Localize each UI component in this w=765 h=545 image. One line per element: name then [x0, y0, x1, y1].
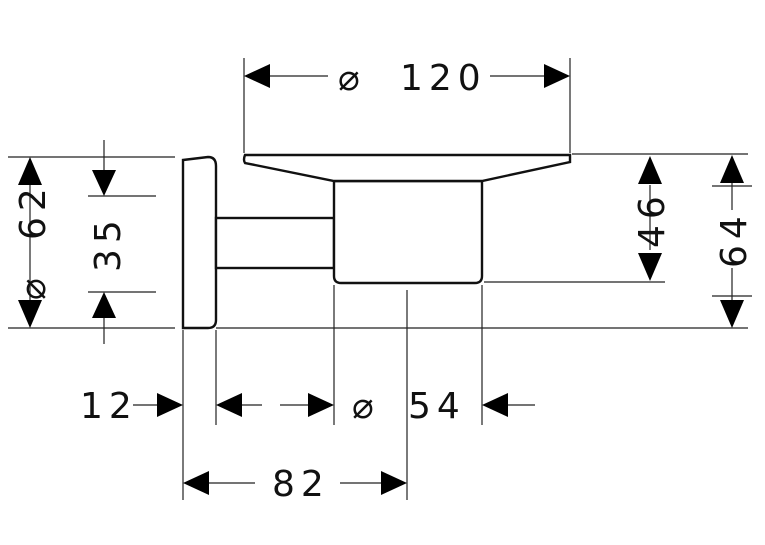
arrow-82-left: [183, 471, 209, 495]
wall-arm: [214, 216, 336, 270]
dim-rosette-thickness: 12: [80, 386, 138, 427]
dimension-labels: ⌀ 120 62 ⌀ 35 46 64 12 ⌀ 54 82: [13, 58, 755, 505]
dim-total-height: 64: [714, 210, 755, 268]
dimension-lines: [29, 75, 752, 484]
arrowheads: [18, 64, 744, 495]
dim-holder-diameter: 54: [408, 386, 466, 427]
arrow-46-bottom: [638, 253, 662, 281]
dim-projection: 82: [272, 464, 330, 505]
arrow-35-bottom: [92, 292, 116, 318]
arrow-62-top: [18, 157, 42, 185]
holder-cup: [332, 179, 484, 285]
soap-dish-part-outline: [181, 153, 572, 330]
arrow-64-top: [720, 155, 744, 183]
dim-rosette-inner: 35: [88, 214, 129, 272]
extension-lines: [8, 58, 748, 500]
arrow-46-top: [638, 156, 662, 184]
arrow-54-right: [482, 393, 508, 417]
arrow-82-right: [381, 471, 407, 495]
arrow-120-right: [544, 64, 570, 88]
dish-plate: [242, 153, 572, 183]
arrow-35-top: [92, 170, 116, 196]
diameter-symbol-120: ⌀: [338, 58, 366, 99]
dim-dish-height: 46: [632, 190, 673, 248]
arrow-64-bottom: [720, 300, 744, 328]
diameter-symbol-62: ⌀: [13, 272, 54, 300]
diameter-symbol-54: ⌀: [352, 386, 380, 427]
dim-rosette-diameter: 62: [13, 182, 54, 240]
dim-dish-diameter: 120: [400, 58, 487, 99]
arrow-12-left: [157, 393, 183, 417]
arrow-12-right: [216, 393, 242, 417]
wall-rosette: [181, 155, 218, 330]
arrow-54-left: [308, 393, 334, 417]
arrow-62-bottom: [18, 300, 42, 328]
arrow-120-left: [244, 64, 270, 88]
